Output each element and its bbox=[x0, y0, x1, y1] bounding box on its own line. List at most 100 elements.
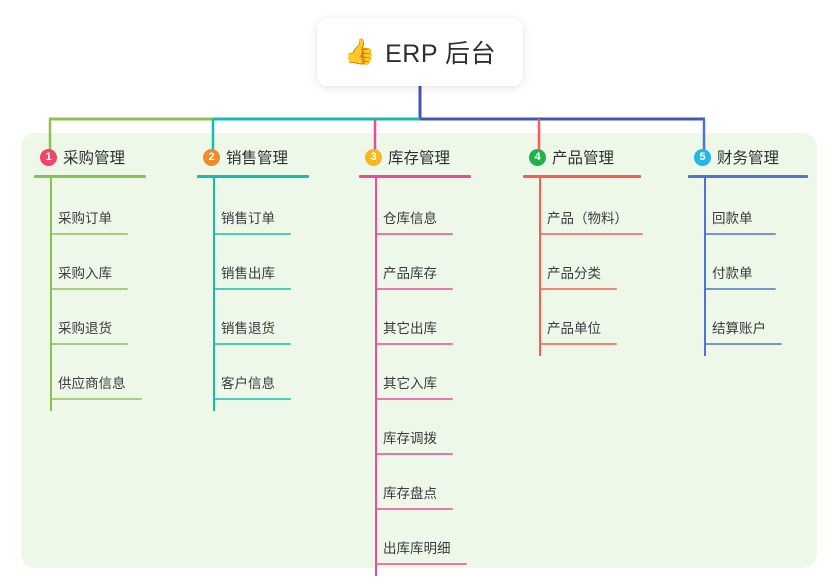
leaf-label: 其它入库 bbox=[383, 376, 437, 391]
column-3: 3 库存管理仓库信息产品库存其它出库其它入库库存调拨库存盘点出库库明细 bbox=[359, 145, 471, 576]
column-badge-1: 1 bbox=[40, 148, 57, 166]
leaf-rule bbox=[375, 233, 453, 235]
leaf-rule bbox=[704, 288, 776, 290]
column-header-2[interactable]: 2 销售管理 bbox=[203, 145, 309, 169]
leaf-label: 采购订单 bbox=[58, 211, 112, 226]
column-badge-2: 2 bbox=[203, 148, 220, 166]
column-trunk-5 bbox=[704, 178, 706, 356]
column-rule-3 bbox=[359, 175, 471, 178]
leaf-label: 供应商信息 bbox=[58, 376, 126, 391]
leaf-item[interactable]: 销售出库 bbox=[203, 246, 309, 301]
column-items-1: 采购订单采购入库采购退货供应商信息 bbox=[40, 191, 146, 411]
leaf-item[interactable]: 库存调拨 bbox=[365, 411, 471, 466]
column-items-5: 回款单付款单结算账户 bbox=[694, 191, 808, 356]
leaf-rule bbox=[539, 343, 617, 345]
thumbs-up-icon: 👍 bbox=[343, 37, 376, 66]
column-items-4: 产品（物料） 产品分类产品单位 bbox=[529, 191, 643, 356]
leaf-label: 采购退货 bbox=[58, 321, 112, 336]
leaf-label: 产品分类 bbox=[547, 266, 601, 281]
root-node-title: ERP 后台 bbox=[385, 40, 497, 68]
leaf-item[interactable]: 付款单 bbox=[694, 246, 808, 301]
leaf-label: 仓库信息 bbox=[383, 211, 437, 226]
leaf-label: 产品（物料） bbox=[547, 211, 628, 226]
column-rule-2 bbox=[197, 175, 309, 178]
leaf-rule bbox=[50, 398, 142, 400]
column-title-4: 产品管理 bbox=[552, 150, 615, 167]
leaf-label: 采购入库 bbox=[58, 266, 112, 281]
column-trunk-1 bbox=[50, 178, 52, 411]
leaf-item[interactable]: 采购订单 bbox=[40, 191, 146, 246]
leaf-item[interactable]: 客户信息 bbox=[203, 356, 309, 411]
leaf-item[interactable]: 产品单位 bbox=[529, 301, 641, 356]
leaf-rule bbox=[704, 343, 782, 345]
leaf-rule bbox=[375, 453, 453, 455]
column-title-2: 销售管理 bbox=[226, 150, 289, 167]
leaf-item[interactable]: 其它出库 bbox=[365, 301, 471, 356]
leaf-item[interactable]: 仓库信息 bbox=[365, 191, 471, 246]
leaf-label: 销售出库 bbox=[221, 266, 275, 281]
leaf-item[interactable]: 产品分类 bbox=[529, 246, 641, 301]
leaf-item[interactable]: 出库库明细 bbox=[365, 521, 471, 576]
column-rule-4 bbox=[523, 175, 641, 178]
column-title-3: 库存管理 bbox=[388, 150, 451, 167]
leaf-label: 回款单 bbox=[712, 211, 753, 226]
column-rule-5 bbox=[688, 175, 808, 178]
leaf-rule bbox=[50, 233, 128, 235]
column-badge-3: 3 bbox=[365, 148, 382, 166]
root-node-card[interactable]: 👍 ERP 后台 bbox=[317, 18, 523, 86]
leaf-item[interactable]: 库存盘点 bbox=[365, 466, 471, 521]
leaf-item[interactable]: 其它入库 bbox=[365, 356, 471, 411]
column-2: 2 销售管理销售订单销售出库销售退货客户信息 bbox=[197, 145, 309, 411]
column-1: 1 采购管理采购订单采购入库采购退货供应商信息 bbox=[34, 145, 146, 411]
column-items-3: 仓库信息产品库存其它出库其它入库库存调拨库存盘点出库库明细 bbox=[365, 191, 471, 576]
column-header-5[interactable]: 5 财务管理 bbox=[694, 145, 808, 169]
diagram-background-panel bbox=[21, 133, 817, 568]
leaf-label: 库存调拨 bbox=[383, 431, 437, 446]
column-header-4[interactable]: 4 产品管理 bbox=[529, 145, 641, 169]
leaf-item[interactable]: 销售退货 bbox=[203, 301, 309, 356]
column-title-1: 采购管理 bbox=[63, 150, 126, 167]
leaf-label: 出库库明细 bbox=[383, 541, 451, 556]
leaf-label: 库存盘点 bbox=[383, 486, 437, 501]
leaf-item[interactable]: 采购退货 bbox=[40, 301, 146, 356]
leaf-rule bbox=[539, 233, 643, 235]
leaf-rule bbox=[375, 508, 453, 510]
leaf-label: 产品单位 bbox=[547, 321, 601, 336]
leaf-rule bbox=[704, 233, 776, 235]
leaf-rule bbox=[50, 343, 128, 345]
leaf-item[interactable]: 产品库存 bbox=[365, 246, 471, 301]
leaf-label: 付款单 bbox=[712, 266, 753, 281]
leaf-item[interactable]: 采购入库 bbox=[40, 246, 146, 301]
leaf-label: 销售订单 bbox=[221, 211, 275, 226]
column-trunk-2 bbox=[213, 178, 215, 411]
column-rule-1 bbox=[34, 175, 146, 178]
column-trunk-4 bbox=[539, 178, 541, 356]
leaf-label: 客户信息 bbox=[221, 376, 275, 391]
leaf-item[interactable]: 供应商信息 bbox=[40, 356, 146, 411]
leaf-item[interactable]: 结算账户 bbox=[694, 301, 808, 356]
column-header-3[interactable]: 3 库存管理 bbox=[365, 145, 471, 169]
column-4: 4 产品管理产品（物料） 产品分类产品单位 bbox=[523, 145, 643, 356]
column-badge-4: 4 bbox=[529, 148, 546, 166]
column-badge-5: 5 bbox=[694, 148, 711, 166]
leaf-label: 销售退货 bbox=[221, 321, 275, 336]
leaf-rule bbox=[375, 288, 453, 290]
leaf-label: 结算账户 bbox=[712, 321, 766, 336]
column-5: 5 财务管理回款单付款单结算账户 bbox=[688, 145, 808, 356]
leaf-item[interactable]: 销售订单 bbox=[203, 191, 309, 246]
leaf-rule bbox=[539, 288, 617, 290]
leaf-rule bbox=[375, 398, 453, 400]
leaf-rule bbox=[375, 563, 467, 565]
leaf-rule bbox=[213, 233, 291, 235]
leaf-rule bbox=[375, 343, 453, 345]
column-items-2: 销售订单销售出库销售退货客户信息 bbox=[203, 191, 309, 411]
leaf-rule bbox=[213, 288, 291, 290]
column-trunk-3 bbox=[375, 178, 377, 576]
leaf-label: 其它出库 bbox=[383, 321, 437, 336]
column-title-5: 财务管理 bbox=[717, 150, 780, 167]
leaf-rule bbox=[213, 343, 291, 345]
column-header-1[interactable]: 1 采购管理 bbox=[40, 145, 146, 169]
leaf-item[interactable]: 产品（物料） bbox=[529, 191, 643, 246]
leaf-rule bbox=[50, 288, 128, 290]
leaf-item[interactable]: 回款单 bbox=[694, 191, 808, 246]
